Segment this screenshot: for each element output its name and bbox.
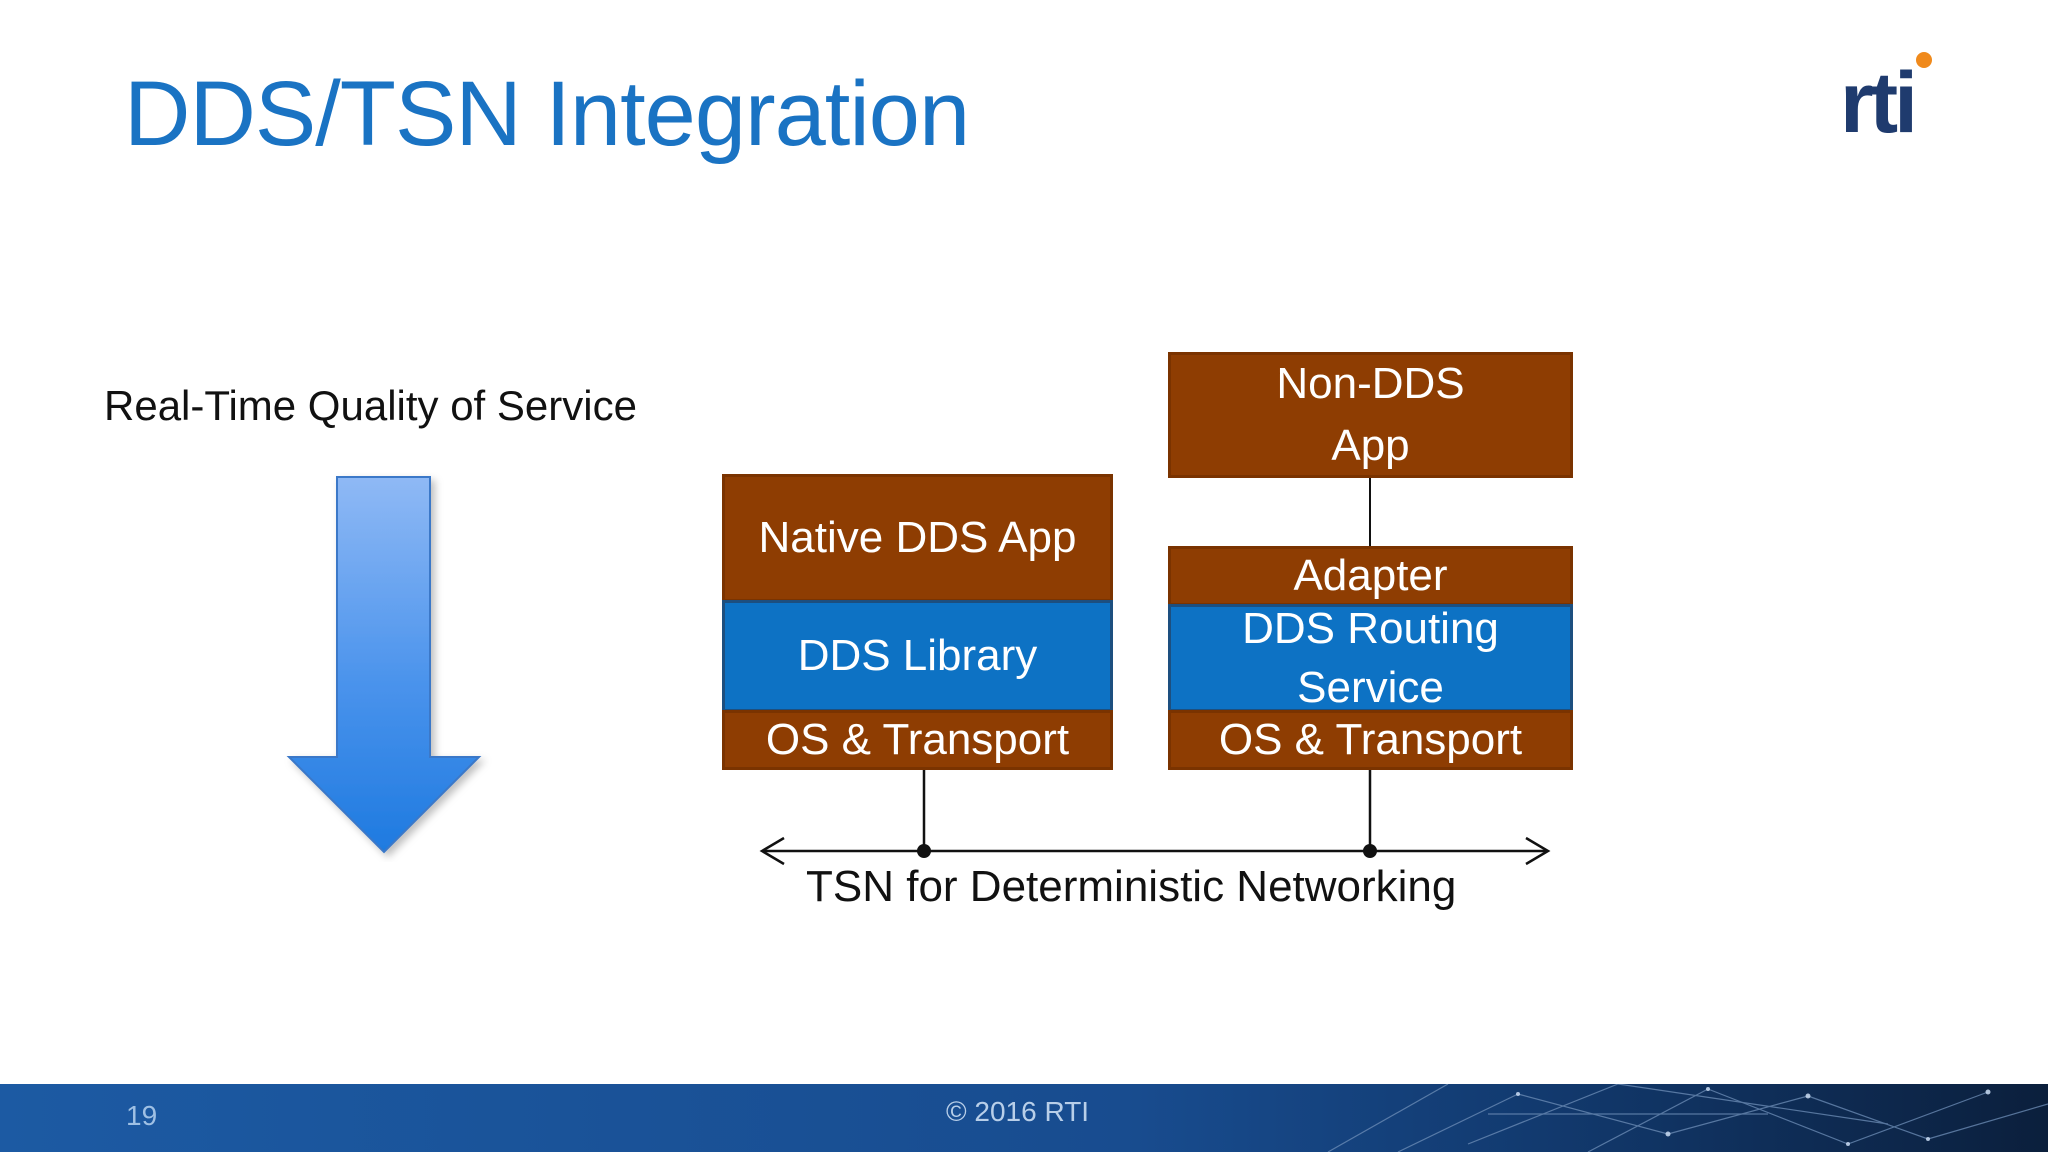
dds-routing-service-layer: DDS Routing Service (1168, 604, 1573, 712)
dds-routing-label-line2: Service (1297, 663, 1444, 712)
copyright-text: © 2016 RTI (946, 1096, 1090, 1127)
non-dds-app-label-line2: App (1331, 421, 1410, 470)
dds-library-layer: DDS Library (722, 600, 1113, 712)
down-arrow-icon (286, 476, 482, 854)
adapter-label: Adapter (1293, 551, 1448, 601)
qos-label: Real-Time Quality of Service (104, 382, 637, 429)
footer-bar: 19 © 2016 RTI (0, 1084, 2048, 1152)
dds-library-label: DDS Library (797, 631, 1038, 681)
network-pattern-decoration (1327, 1084, 2048, 1152)
non-dds-app-label-line1: Non-DDS (1276, 359, 1465, 409)
native-dds-app-label: Native DDS App (758, 513, 1077, 563)
left-os-transport-label: OS & Transport (765, 715, 1070, 765)
page-number: 19 (126, 1100, 158, 1131)
left-os-transport-layer: OS & Transport (722, 710, 1113, 770)
slide-title: DDS/TSN Integration (124, 63, 970, 165)
tsn-label: TSN for Deterministic Networking (806, 862, 1457, 911)
rti-logo: rti (1840, 52, 1932, 140)
logo-dot-icon (1916, 52, 1932, 68)
right-os-transport-layer: OS & Transport (1168, 710, 1573, 770)
dds-routing-label-line1: DDS Routing (1242, 603, 1499, 653)
adapter-layer: Adapter (1168, 546, 1573, 606)
native-dds-app-layer: Native DDS App (722, 474, 1113, 602)
non-dds-app-layer: Non-DDS App (1168, 352, 1573, 478)
right-os-transport-label: OS & Transport (1218, 715, 1523, 765)
app-adapter-connector (1369, 478, 1371, 546)
svg-text:rti: rti (1840, 55, 1914, 140)
